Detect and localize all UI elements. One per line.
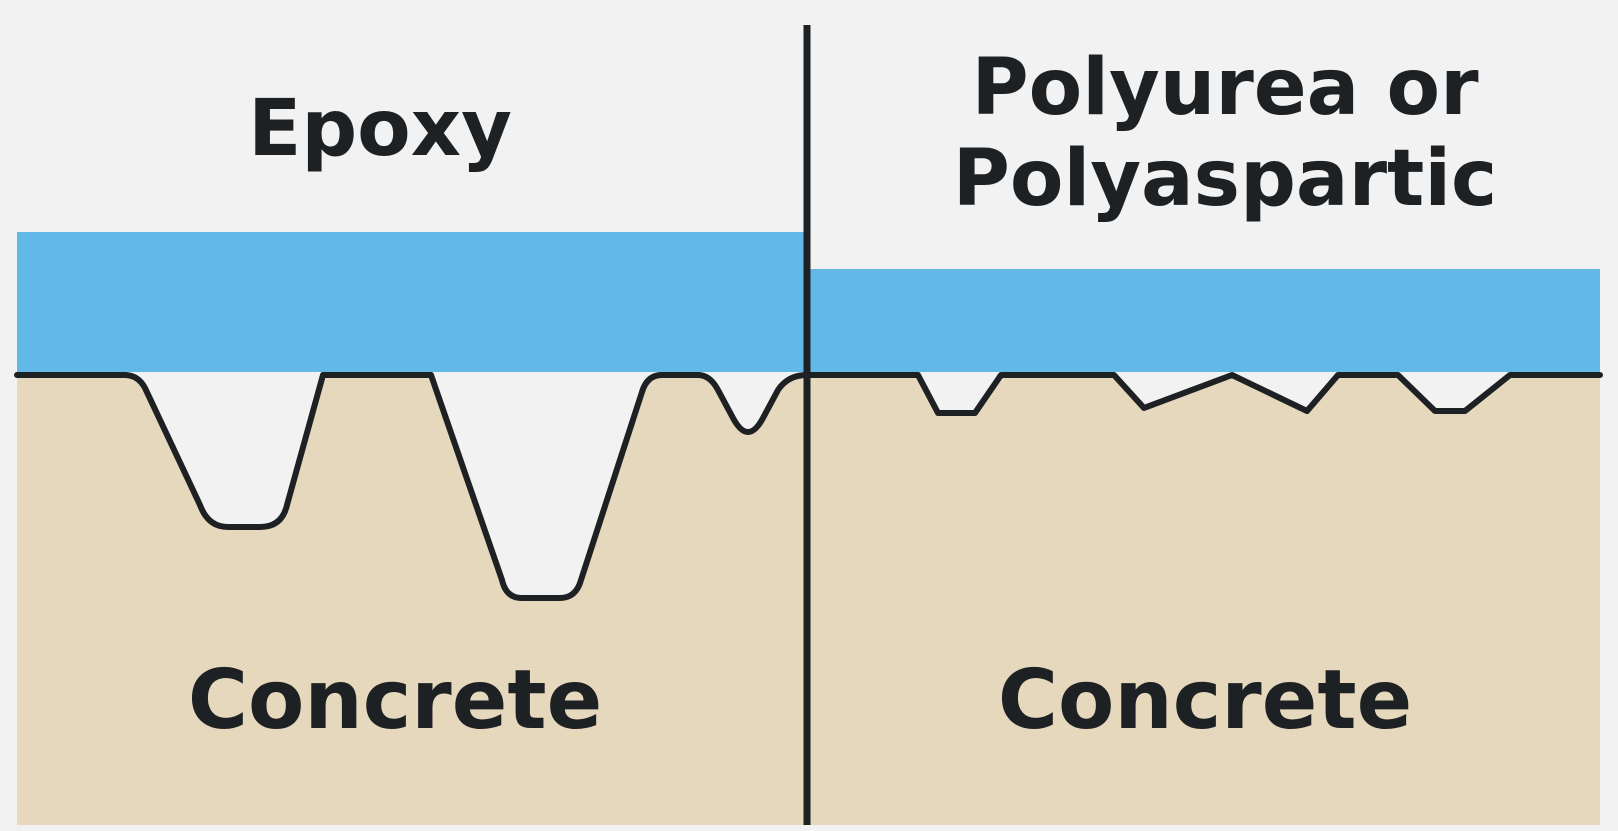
polyurea-coating-layer xyxy=(807,269,1600,372)
epoxy-concrete-substrate xyxy=(17,375,807,825)
right-panel-polyurea: Polyurea or Polyaspartic Concrete xyxy=(804,43,1603,825)
left-concrete-label: Concrete xyxy=(188,653,602,748)
right-concrete-label: Concrete xyxy=(998,653,1412,748)
polyurea-concrete-substrate xyxy=(807,375,1600,825)
polyurea-title-line1: Polyurea or xyxy=(971,43,1479,133)
epoxy-interface-line xyxy=(14,372,810,601)
polyurea-title-line2: Polyaspartic xyxy=(953,134,1498,224)
polyurea-interface-line xyxy=(804,372,1603,416)
left-panel-epoxy: Epoxy Concrete xyxy=(14,84,810,825)
epoxy-title: Epoxy xyxy=(248,84,512,174)
epoxy-coating-layer xyxy=(17,232,807,372)
